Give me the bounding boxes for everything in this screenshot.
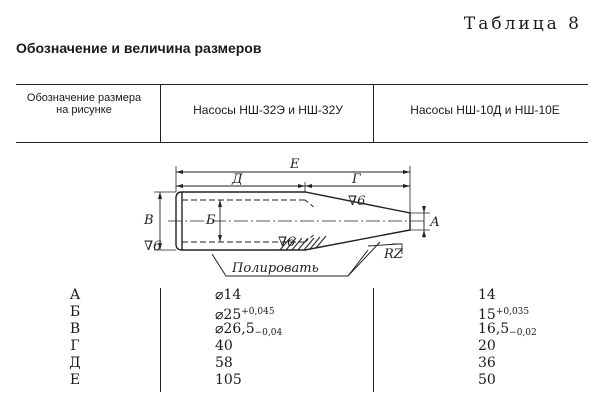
value-pump-10: 20 xyxy=(478,339,496,353)
row-label: В xyxy=(69,321,81,337)
value-pump-10-main: 50 xyxy=(478,372,496,388)
value-pump-32: ⌀26,5−0,04 xyxy=(215,322,282,340)
dim-A-label: А xyxy=(429,215,440,230)
header-pump-10: Насосы НШ-10Д и НШ-10Е xyxy=(410,103,560,117)
roughness-top: ∇6 xyxy=(348,194,365,209)
roughness-left: ∇6 xyxy=(144,239,161,254)
value-pump-10-main: 15 xyxy=(478,307,496,323)
dim-E-label: Е xyxy=(289,158,300,172)
value-pump-10: 36 xyxy=(478,356,496,370)
value-pump-32-main: 58 xyxy=(215,355,233,371)
value-pump-10-tolerance: −0,02 xyxy=(509,328,537,338)
dim-G-label: Г xyxy=(351,172,361,187)
table-number: Таблица 8 xyxy=(463,14,582,34)
row-label: Е xyxy=(69,372,81,388)
header-pump-32: Насосы НШ-32Э и НШ-32У xyxy=(193,103,343,117)
row-label: А xyxy=(69,287,81,303)
value-pump-10-main: 16,5 xyxy=(478,321,510,337)
row-label: Д xyxy=(69,355,81,371)
polish-note: Полировать xyxy=(231,261,319,276)
header-top-rule xyxy=(16,84,588,85)
header-bottom-rule xyxy=(16,142,588,143)
table-row: В ⌀26,5−0,04 16,5−0,02 xyxy=(0,321,600,338)
value-pump-32-main: 40 xyxy=(215,338,233,354)
value-pump-32: 40 xyxy=(215,339,233,353)
value-pump-32: ⌀25+0,045 xyxy=(215,305,275,322)
body-divider-2 xyxy=(373,288,374,392)
table-row: А ⌀14 14 xyxy=(0,288,600,302)
value-pump-10: 50 xyxy=(478,373,496,387)
body-divider-1 xyxy=(160,288,161,392)
dim-B-label: Б xyxy=(205,213,216,228)
dim-D-label: Д xyxy=(231,172,243,187)
table-row: Е 105 50 xyxy=(0,373,600,387)
value-pump-32-main: ⌀14 xyxy=(215,287,242,303)
value-pump-10-tolerance: +0,035 xyxy=(495,307,530,317)
value-pump-10: 14 xyxy=(478,288,496,302)
roughness-mid: ∇6 xyxy=(278,235,295,250)
value-pump-10: 15+0,035 xyxy=(478,305,529,322)
value-pump-10-main: 14 xyxy=(478,287,496,303)
value-pump-32-main: ⌀26,5 xyxy=(215,321,255,337)
shaft-drawing: Е Д Г В Б А ∇6 ∇6 ∇6 RZ Полировать xyxy=(143,158,440,277)
value-pump-10-main: 20 xyxy=(478,338,496,354)
header-divider-1 xyxy=(160,84,161,142)
value-pump-32: 105 xyxy=(215,373,242,387)
value-pump-32-tolerance: +0,045 xyxy=(241,307,275,317)
table-row: Г 40 20 xyxy=(0,339,600,353)
value-pump-32-main: ⌀25 xyxy=(215,307,242,323)
header-designation: Обозначение размера на рисунке xyxy=(26,92,142,116)
value-pump-10: 16,5−0,02 xyxy=(478,322,537,340)
section-title: Обозначение и величина размеров xyxy=(16,40,262,56)
value-pump-32-tolerance: −0,04 xyxy=(254,328,283,338)
dim-V-label: В xyxy=(143,213,154,228)
value-pump-32-main: 105 xyxy=(215,372,242,388)
roughness-rz: RZ xyxy=(383,247,404,262)
value-pump-10-main: 36 xyxy=(478,355,496,371)
header-divider-2 xyxy=(373,84,374,142)
value-pump-32: ⌀14 xyxy=(215,288,241,302)
row-label: Г xyxy=(70,338,80,354)
table-row: Б ⌀25+0,045 15+0,035 xyxy=(0,304,600,322)
table-row: Д 58 36 xyxy=(0,356,600,370)
value-pump-32: 58 xyxy=(215,356,233,370)
row-label: Б xyxy=(69,304,81,320)
